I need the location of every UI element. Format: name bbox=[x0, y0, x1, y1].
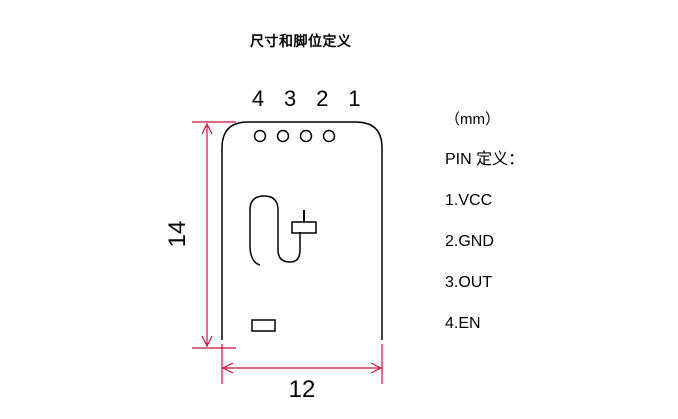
pin-number-2: 2 bbox=[316, 86, 331, 111]
unit-label: （mm） bbox=[445, 111, 500, 128]
pin-hole-4 bbox=[253, 129, 267, 143]
pin-number-1: 1 bbox=[348, 86, 363, 111]
antenna-trace bbox=[249, 195, 301, 266]
pin-number-3: 3 bbox=[284, 86, 299, 111]
pin-number-labels: 4 3 2 1 bbox=[247, 86, 367, 112]
dim-width-arrow-right bbox=[370, 362, 383, 374]
pin-definition-4: 4.EN bbox=[445, 315, 481, 332]
pin-hole-2 bbox=[299, 129, 313, 143]
pin-definition-2: 2.GND bbox=[445, 233, 494, 250]
pin-hole-1 bbox=[322, 129, 336, 143]
module-outline bbox=[221, 121, 383, 340]
pin-number-4: 4 bbox=[251, 86, 267, 111]
component-rect bbox=[291, 221, 317, 234]
small-pad bbox=[251, 319, 276, 332]
dim-height-arrow-top bbox=[201, 122, 213, 135]
dim-height-arrow-bottom bbox=[201, 335, 213, 348]
pin-hole-3 bbox=[276, 129, 290, 143]
dim-width-arrow-left bbox=[221, 362, 234, 374]
pin-definition-3: 3.OUT bbox=[445, 274, 493, 291]
page-title: 尺寸和脚位定义 bbox=[250, 34, 352, 50]
pin-definition-list: PIN 定义： 1.VCC 2.GND 3.OUT 4.EN bbox=[445, 150, 524, 355]
pin-definition-1: 1.VCC bbox=[445, 192, 493, 209]
pin-definition-header: PIN 定义： bbox=[445, 151, 525, 168]
dim-height-label: 14 bbox=[164, 221, 191, 248]
dim-width-label: 12 bbox=[289, 376, 316, 403]
